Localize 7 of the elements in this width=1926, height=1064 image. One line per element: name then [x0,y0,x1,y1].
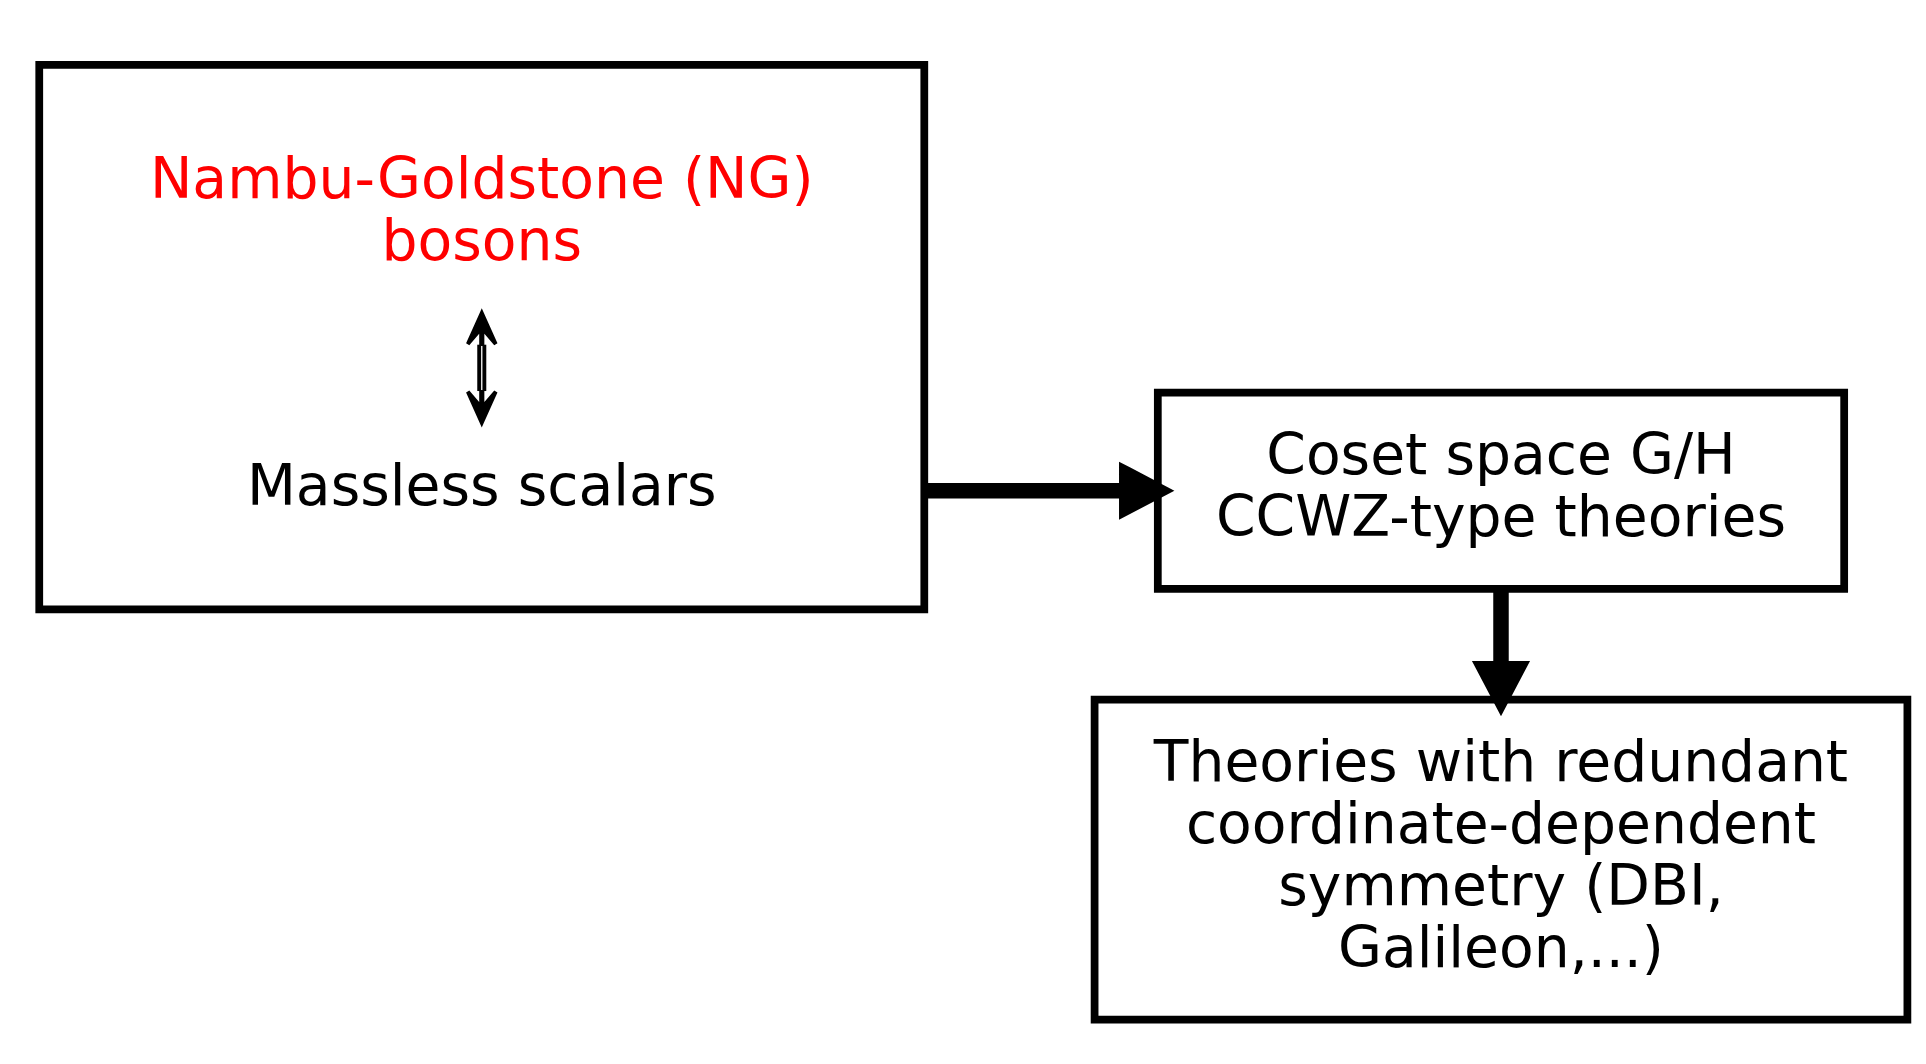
node-box: Coset space G/H CCWZ-type theories [1153,388,1849,593]
arrow [465,311,498,425]
node-box: Theories with redundant coordinate-dependent symmetry (DBI, Galileon,...) [1090,695,1912,1024]
node-text: Nambu-Goldstone (NG) bosons [149,145,814,274]
node-text: Massless scalars [246,452,717,519]
arrow [1471,589,1531,717]
cluster [35,61,929,614]
